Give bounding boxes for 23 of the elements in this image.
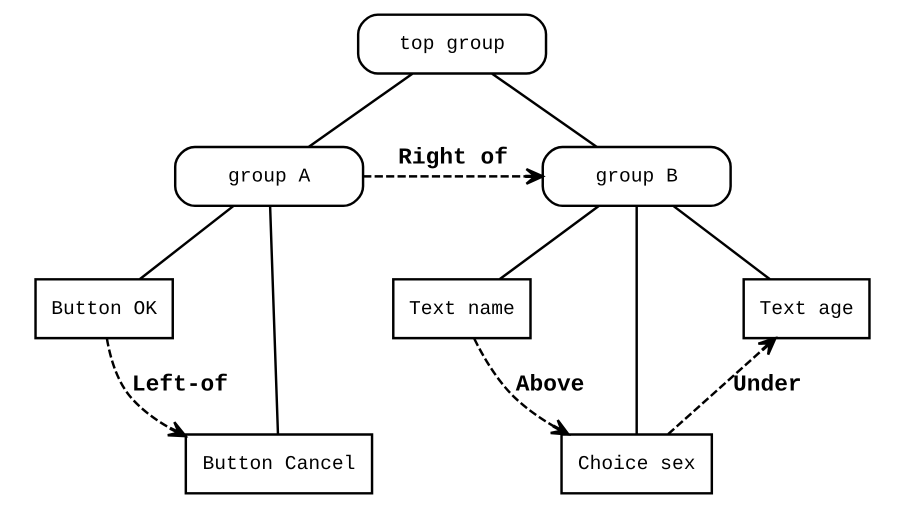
node-box: top group	[356, 13, 548, 75]
arrow	[667, 337, 777, 435]
connector	[499, 205, 600, 280]
connector	[635, 206, 638, 434]
node-box: Choice sex	[560, 433, 714, 495]
arrow	[363, 168, 544, 185]
connector	[672, 205, 771, 280]
connector	[308, 72, 414, 148]
arrow	[106, 338, 187, 438]
connector	[139, 205, 234, 280]
edge-label: Under	[733, 372, 802, 398]
edge-label: Above	[516, 372, 584, 398]
node-box: Text name	[392, 278, 532, 340]
edge-label: Right of	[398, 144, 508, 171]
node-box: group B	[542, 146, 732, 208]
connector	[268, 206, 280, 434]
edge-label: Left-of	[132, 372, 228, 398]
node-box: Button Cancel	[184, 433, 374, 495]
node-box: Text age	[742, 278, 871, 340]
connector	[491, 72, 598, 148]
node-box: Button OK	[34, 278, 174, 340]
arrow	[473, 338, 570, 436]
node-box: group A	[174, 146, 364, 208]
